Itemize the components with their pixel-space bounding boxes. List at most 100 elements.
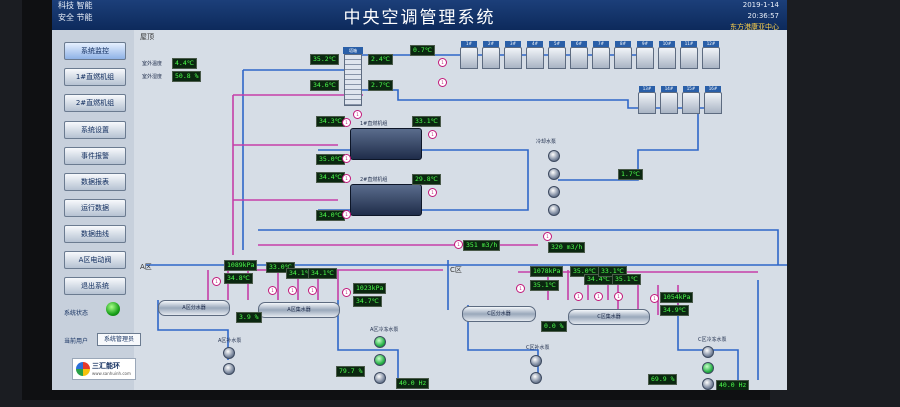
cooling-tower[interactable]: 16# bbox=[704, 86, 722, 114]
outdoor-temp-readout: 4.4℃ bbox=[172, 58, 198, 69]
chiller-1-temp-right: 33.1℃ bbox=[412, 116, 441, 127]
nav-system-monitor[interactable]: 系统监控 bbox=[64, 42, 126, 60]
zone-c-node-3[interactable]: 1 bbox=[594, 292, 603, 301]
nav-run-data[interactable]: 运行数据 bbox=[64, 199, 126, 217]
zone-c-makeup-pump-2[interactable] bbox=[530, 372, 542, 384]
zone-a-frequency: 40.0 Hz bbox=[396, 378, 430, 389]
zone-a-chw-pump-1[interactable] bbox=[374, 336, 386, 348]
zone-a-node-1[interactable]: 1 bbox=[212, 277, 221, 286]
roof-label: 屋顶 bbox=[140, 33, 154, 41]
zone-c-chw-pump-3[interactable] bbox=[702, 378, 714, 390]
roof-valve-1[interactable]: 1 bbox=[438, 58, 447, 67]
nav-exit-system[interactable]: 退出系统 bbox=[64, 277, 126, 295]
nav-chiller-1[interactable]: 1#直燃机组 bbox=[64, 68, 126, 86]
cooling-tower-tag: 6# bbox=[571, 41, 587, 47]
zone-c-chw-pump-label: C区冷冻水泵 bbox=[698, 337, 727, 343]
chiller-1-valve-c[interactable]: 1 bbox=[428, 130, 437, 139]
chiller-2[interactable] bbox=[350, 184, 422, 216]
flow-valve-2[interactable]: 1 bbox=[543, 232, 552, 241]
cooling-tower-tag: 2# bbox=[483, 41, 499, 47]
nav-data-curve[interactable]: 数据曲线 bbox=[64, 225, 126, 243]
time-text: 20:36:57 bbox=[747, 12, 779, 20]
cooling-tower[interactable]: 2# bbox=[482, 41, 500, 69]
zone-c-separator: C区分水器 bbox=[462, 306, 536, 322]
company-name: 东方港康亚中心 bbox=[730, 23, 779, 31]
company-logo: 三汇能环 www.sanhuinh.com bbox=[72, 358, 136, 380]
zone-a-makeup-pump-1[interactable] bbox=[223, 347, 235, 359]
chiller-2-valve-a[interactable]: 1 bbox=[342, 174, 351, 183]
chiller-1[interactable] bbox=[350, 128, 422, 160]
zone-a-node-2[interactable]: 1 bbox=[268, 286, 277, 295]
zone-c-pressure: 1078kPa bbox=[530, 266, 564, 277]
flow-valve-1[interactable]: 1 bbox=[454, 240, 463, 249]
cooling-tower[interactable]: 5# bbox=[548, 41, 566, 69]
current-user-label: 当前用户 bbox=[64, 338, 89, 345]
chiller-2-temp-in: 34.4℃ bbox=[316, 172, 345, 183]
zone-c-pressure-2: 1054kPa bbox=[660, 292, 694, 303]
nav-data-report[interactable]: 数据报表 bbox=[64, 173, 126, 191]
zone-a-temp: 34.8℃ bbox=[224, 273, 253, 284]
zone-c-node-1[interactable]: 1 bbox=[516, 284, 525, 293]
nav-event-alarm[interactable]: 事件报警 bbox=[64, 147, 126, 165]
zone-a-chw-pump-3[interactable] bbox=[374, 372, 386, 384]
cooling-tower[interactable]: 4# bbox=[526, 41, 544, 69]
cooling-pump-4[interactable] bbox=[548, 204, 560, 216]
zone-c-temp: 35.1℃ bbox=[530, 280, 559, 291]
zone-c-node-2[interactable]: 1 bbox=[574, 292, 583, 301]
cooling-pump-1[interactable] bbox=[548, 150, 560, 162]
chiller-1-label: 1#直燃机组 bbox=[360, 121, 388, 127]
zone-a-label: A区 bbox=[140, 263, 152, 271]
cooling-pump-3[interactable] bbox=[548, 186, 560, 198]
cooling-tower[interactable]: 7# bbox=[592, 41, 610, 69]
zone-a-branch-temp-1: 33.0℃ bbox=[266, 262, 295, 273]
nav-zone-a-valve[interactable]: A区电动阀 bbox=[64, 251, 126, 269]
zone-a-node-4[interactable]: 1 bbox=[308, 286, 317, 295]
logo-text: 三汇能环 bbox=[92, 362, 120, 370]
zone-c-makeup-pump-label: C区补水泵 bbox=[526, 345, 550, 351]
zone-a-pressure: 1089kPa bbox=[224, 260, 258, 271]
cooling-pump-2[interactable] bbox=[548, 168, 560, 180]
cooling-tower[interactable]: 12# bbox=[702, 41, 720, 69]
roof-valve-2[interactable]: 1 bbox=[438, 78, 447, 87]
zone-a-pct-2: 79.7 % bbox=[336, 366, 366, 377]
cooling-tower-tag: 11# bbox=[681, 41, 697, 47]
zone-a-chw-pump-2[interactable] bbox=[374, 354, 386, 366]
chiller-2-valve-c[interactable]: 1 bbox=[428, 188, 437, 197]
zone-c-node-4[interactable]: 1 bbox=[614, 292, 623, 301]
cooling-tower-tag: 8# bbox=[615, 41, 631, 47]
chiller-2-valve-b[interactable]: 1 bbox=[342, 210, 351, 219]
roof-valve-3[interactable]: 1 bbox=[353, 110, 362, 119]
cooling-tower[interactable]: 14# bbox=[660, 86, 678, 114]
cooling-tower[interactable]: 9# bbox=[636, 41, 654, 69]
chiller-1-valve-b[interactable]: 1 bbox=[342, 154, 351, 163]
cooling-tower-tag: 4# bbox=[527, 41, 543, 47]
logo-url: www.sanhuinh.com bbox=[92, 371, 131, 376]
zone-c-node-5[interactable]: 1 bbox=[650, 294, 659, 303]
zone-c-chw-pump-2[interactable] bbox=[702, 362, 714, 374]
cooling-tower[interactable]: 1# bbox=[460, 41, 478, 69]
cooling-tower[interactable]: 3# bbox=[504, 41, 522, 69]
zone-a-node-3[interactable]: 1 bbox=[288, 286, 297, 295]
zone-c-makeup-pump-1[interactable] bbox=[530, 355, 542, 367]
chiller-2-label: 2#直燃机组 bbox=[360, 177, 388, 183]
zone-c-pct-2: 69.9 % bbox=[648, 374, 678, 385]
cooling-tower[interactable]: 13# bbox=[638, 86, 656, 114]
page-title: 中央空调管理系统 bbox=[343, 8, 496, 28]
cooling-tower-tag: 12# bbox=[703, 41, 719, 47]
zone-c-chw-pump-1[interactable] bbox=[702, 346, 714, 358]
pipe-zone-a-return bbox=[337, 300, 399, 380]
cooling-tower[interactable]: 8# bbox=[614, 41, 632, 69]
header-temp-3: 0.7℃ bbox=[410, 45, 436, 56]
cooling-tower[interactable]: 10# bbox=[658, 41, 676, 69]
scada-screen: 科技 智能 安全 节能 中央空调管理系统 2019-1-14 20:36:57 … bbox=[52, 0, 787, 390]
chiller-1-valve-a[interactable]: 1 bbox=[342, 118, 351, 127]
nav-chiller-2[interactable]: 2#直燃机组 bbox=[64, 94, 126, 112]
cooling-tower[interactable]: 15# bbox=[682, 86, 700, 114]
cooling-tower[interactable]: 11# bbox=[680, 41, 698, 69]
zone-a-makeup-pump-2[interactable] bbox=[223, 363, 235, 375]
zone-a-node-5[interactable]: 1 bbox=[342, 288, 351, 297]
nav-system-settings[interactable]: 系统设置 bbox=[64, 121, 126, 139]
cooling-tower[interactable]: 6# bbox=[570, 41, 588, 69]
cooling-tower-tag: 10# bbox=[659, 41, 675, 47]
pipe-header bbox=[258, 229, 779, 265]
